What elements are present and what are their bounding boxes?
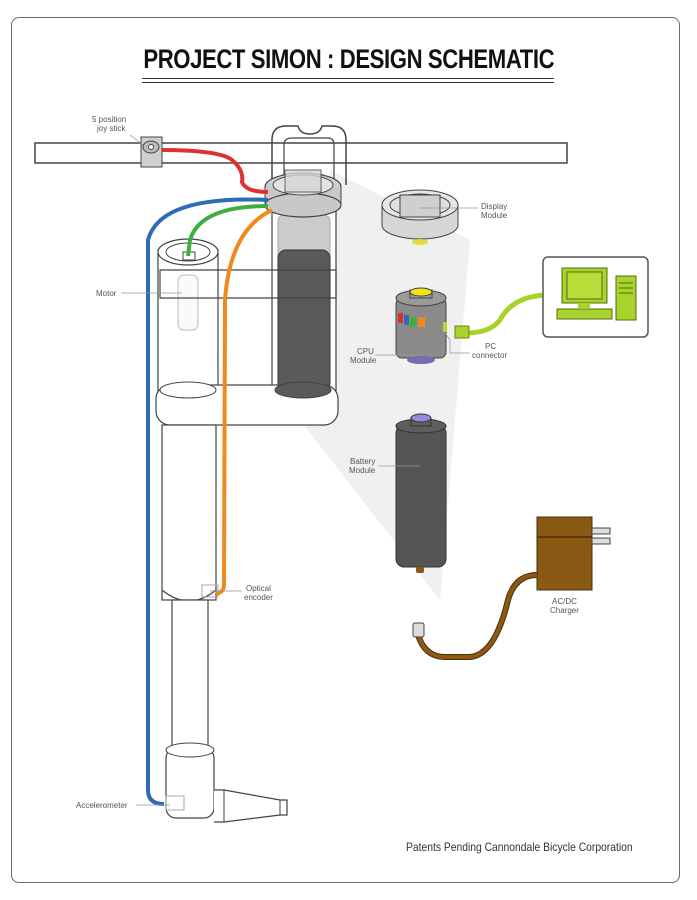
plug-prong [591,537,611,545]
cpu-label: CPU [357,347,374,356]
display-label: Display [481,202,507,211]
fork-foot [165,747,215,819]
pc-connector [454,325,470,339]
lower-tube [171,599,209,751]
battery-label: Battery [350,457,375,466]
computer-icon [556,267,637,321]
cpu-module [395,287,447,364]
motor-wire [186,204,269,257]
diagram-frame [11,17,680,883]
dropout [214,789,288,823]
pc-connector-label: PC [485,342,496,351]
main-tube [161,424,217,601]
footer-credit: Patents Pending Cannondale Bicycle Corpo… [406,840,633,854]
title-underline [142,78,554,79]
title-underline-second [142,82,554,83]
pc-cable [465,292,546,336]
accelerometer-label: Accelerometer [76,801,128,810]
joystick-wire [159,148,269,194]
ac-dc-charger [412,516,611,660]
accelerometer-wire [146,197,269,806]
encoder-label: Optical [246,584,271,593]
display-label-2: Module [481,211,508,220]
cpu-label-2: Module [350,356,377,365]
cpu-cap [409,287,433,297]
plug-prong [591,527,611,535]
battery-label-2: Module [349,466,376,475]
shock-cartridge [277,249,331,391]
charger-label: AC/DC [552,597,577,606]
page-title: PROJECT SIMON : DESIGN SCHEMATIC [143,44,555,74]
motor [177,274,199,331]
stem-clamp [271,125,347,185]
display-module [381,189,459,245]
joystick-label: 5 position [92,115,126,124]
charger-plug [412,622,425,638]
motor-label: Motor [96,289,117,298]
pc-connector-label-2: connector [472,351,507,360]
handlebar [34,142,568,164]
joystick-label-2: joy stick [96,124,126,133]
charger-label-2: Charger [550,606,579,615]
battery-cap [410,413,432,423]
upper-crown [159,269,337,299]
battery-module [395,413,447,573]
encoder-wire [215,208,273,596]
encoder-label-2: encoder [244,593,273,602]
accelerometer [165,795,185,811]
